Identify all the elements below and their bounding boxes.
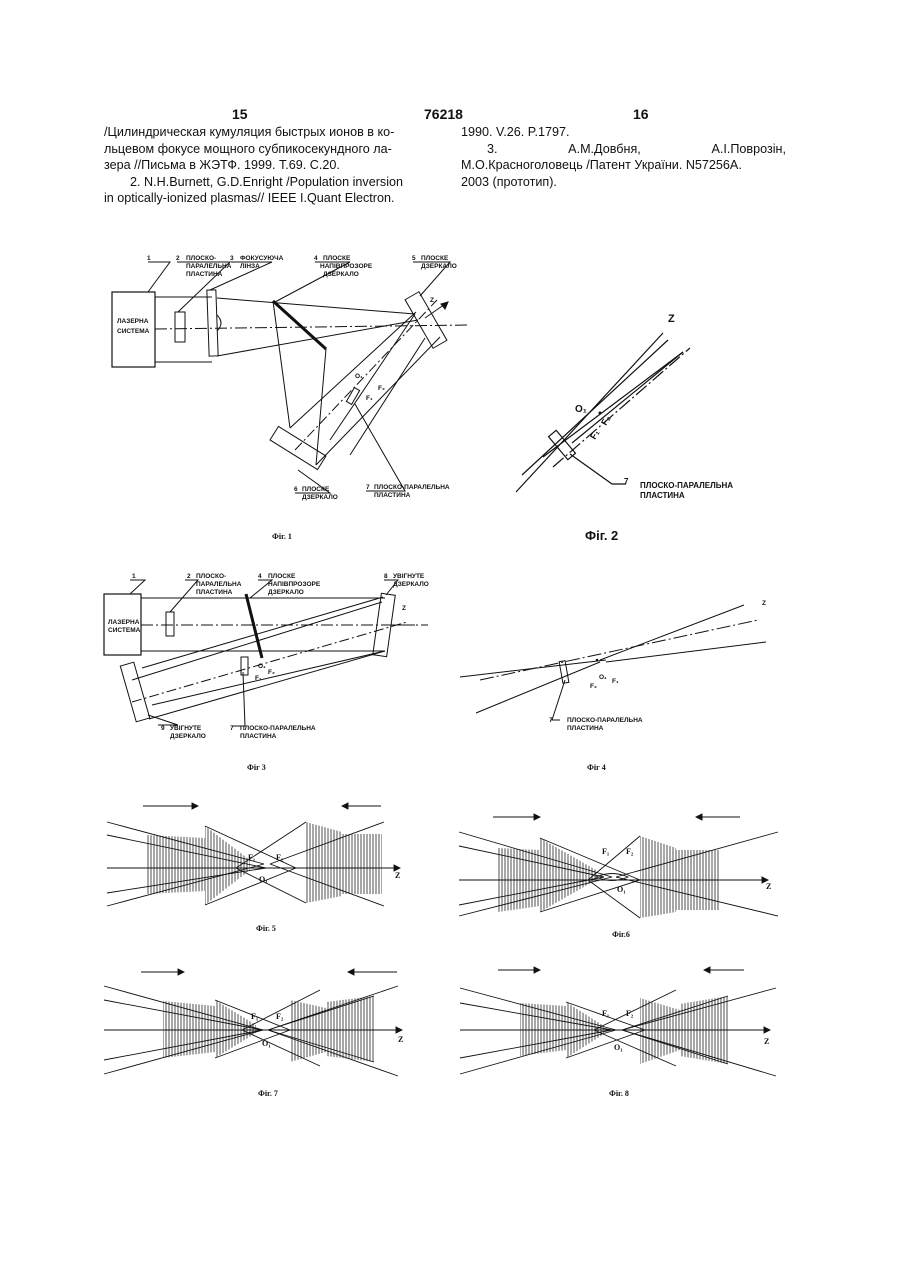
fig3-o1-label: O₁ bbox=[258, 663, 266, 670]
fig5-z-label: Z bbox=[395, 871, 400, 880]
fig3-z-label: Z bbox=[402, 605, 406, 612]
fig2-label-7a: ПЛОСКО-ПАРАЛЕЛЬНА bbox=[640, 481, 733, 490]
fig2-caption: Фіг. 2 bbox=[585, 528, 618, 543]
fig4-f2-label: F₂ bbox=[590, 683, 597, 690]
fig1-number-4: 4 bbox=[314, 255, 318, 262]
fig2-f1-label: F₁ bbox=[588, 428, 601, 441]
fig4-label-7b: ПЛАСТИНА bbox=[567, 725, 604, 732]
fig5-f2-label: F₂ bbox=[276, 853, 284, 862]
fig1-label-2b: ПАРАЛЕЛЬНА bbox=[186, 263, 232, 270]
fig3-label-2c: ПЛАСТИНА bbox=[196, 589, 233, 596]
fig3-label-7b: ПЛАСТИНА bbox=[240, 733, 277, 740]
fig7-z-label: Z bbox=[398, 1035, 403, 1044]
fig1-number-1: 1 bbox=[147, 255, 151, 262]
figure-2 bbox=[516, 333, 690, 492]
fig8-f2-label: F₂ bbox=[626, 1009, 634, 1018]
fig3-number-2: 2 bbox=[187, 573, 191, 580]
fig8-o1-label: O₁ bbox=[614, 1043, 623, 1052]
fig8-caption: Фіг. 8 bbox=[609, 1089, 629, 1098]
fig3-label-7a: ПЛОСКО-ПАРАЛЕЛЬНА bbox=[240, 725, 316, 732]
fig2-label-7b: ПЛАСТИНА bbox=[640, 491, 685, 500]
fig3-label-4b: НАПІВПРОЗОРЕ bbox=[268, 581, 321, 588]
fig3-number-9: 9 bbox=[161, 725, 165, 732]
fig3-label-8a: УВІГНУТЕ bbox=[393, 573, 425, 580]
fig7-caption: Фіг. 7 bbox=[258, 1089, 278, 1098]
figure-8 bbox=[460, 967, 776, 1076]
fig3-label-8b: ДЗЕРКАЛО bbox=[393, 581, 429, 588]
fig5-o1-label: O₁ bbox=[259, 875, 268, 884]
fig3-number-8: 8 bbox=[384, 573, 388, 580]
fig3-caption: Фіг 3 bbox=[247, 763, 266, 772]
fig3-label-4c: ДЗЕРКАЛО bbox=[268, 589, 304, 596]
fig3-f2-label: F₂ bbox=[268, 669, 275, 676]
fig5-f1-label: F₁ bbox=[248, 853, 256, 862]
fig4-o1-label: O₁ bbox=[599, 674, 607, 681]
fig1-label-4b: НАПІВПРОЗОРЕ bbox=[320, 263, 373, 270]
fig3-f1-label: F₁ bbox=[255, 675, 262, 682]
fig7-f2-label: F₂ bbox=[276, 1012, 284, 1021]
figure-3 bbox=[104, 580, 428, 726]
fig5-caption: Фіг. 5 bbox=[256, 924, 276, 933]
fig1-laser-label-a: ЛАЗЕРНА bbox=[117, 318, 149, 325]
fig6-o1-label: O₁ bbox=[617, 885, 626, 894]
fig3-label-4a: ПЛОСКЕ bbox=[268, 573, 296, 580]
fig1-label-4a: ПЛОСКЕ bbox=[323, 255, 351, 262]
fig4-number-7: 7 bbox=[549, 717, 553, 724]
fig4-caption: Фіг 4 bbox=[587, 763, 606, 772]
fig6-z-label: Z bbox=[766, 882, 771, 891]
fig1-label-4c: ДЗЕРКАЛО bbox=[323, 271, 359, 278]
fig1-label-6a: ПЛОСКЕ bbox=[302, 486, 330, 493]
fig1-label-7b: ПЛАСТИНА bbox=[374, 492, 411, 499]
fig1-label-5a: ПЛОСКЕ bbox=[421, 255, 449, 262]
fig1-number-2: 2 bbox=[176, 255, 180, 262]
fig1-z-label: Z bbox=[430, 297, 434, 304]
fig1-label-7a: ПЛОСКО-ПАРАЛЕЛЬНА bbox=[374, 484, 450, 491]
fig1-label-3b: ЛІНЗА bbox=[240, 263, 260, 270]
fig2-number-7: 7 bbox=[624, 477, 629, 486]
figure-4 bbox=[460, 605, 766, 720]
fig1-caption: Фіг. 1 bbox=[272, 532, 292, 541]
fig1-label-2a: ПЛОСКО- bbox=[186, 255, 216, 262]
fig3-label-9a: УВІГНУТЕ bbox=[170, 725, 202, 732]
fig1-number-7: 7 bbox=[366, 484, 370, 491]
fig1-f2-label: F₂ bbox=[378, 385, 385, 392]
fig7-f1-label: F₁ bbox=[251, 1012, 259, 1021]
fig3-number-4: 4 bbox=[258, 573, 262, 580]
fig3-laser-label-a: ЛАЗЕРНА bbox=[108, 619, 140, 626]
figure-6 bbox=[459, 814, 778, 918]
fig1-number-5: 5 bbox=[412, 255, 416, 262]
fig2-f2-label: F₂ bbox=[599, 414, 612, 427]
fig2-z-label: Z bbox=[668, 313, 675, 325]
fig1-label-6b: ДЗЕРКАЛО bbox=[302, 494, 338, 501]
fig3-label-2b: ПАРАЛЕЛЬНА bbox=[196, 581, 242, 588]
fig3-number-7: 7 bbox=[230, 725, 234, 732]
fig1-f1-label: F₁ bbox=[366, 395, 373, 402]
lens-element bbox=[207, 290, 218, 356]
fig4-z-label: Z bbox=[762, 600, 766, 607]
fig1-label-5b: ДЗЕРКАЛО bbox=[421, 263, 457, 270]
fig6-caption: Фіг.6 bbox=[612, 930, 630, 939]
fig1-o1-label: O₁ bbox=[355, 373, 363, 380]
fig8-z-label: Z bbox=[764, 1037, 769, 1046]
fig3-label-9b: ДЗЕРКАЛО bbox=[170, 733, 206, 740]
fig1-number-6: 6 bbox=[294, 486, 298, 493]
fig3-number-1: 1 bbox=[132, 573, 136, 580]
fig6-f2-label: F₂ bbox=[626, 847, 634, 856]
fig4-f1-label: F₁ bbox=[612, 678, 619, 685]
fig1-number-3: 3 bbox=[230, 255, 234, 262]
fig6-f1-label: F₁ bbox=[602, 847, 610, 856]
fig1-label-2c: ПЛАСТИНА bbox=[186, 271, 223, 278]
fig8-f1-label: F₁ bbox=[602, 1009, 610, 1018]
fig2-o1-label: O₁ bbox=[575, 404, 587, 415]
fig1-label-3a: ФОКУСУЮЧА bbox=[240, 255, 284, 262]
fig1-laser-label-b: СИСТЕМА bbox=[117, 328, 150, 335]
fig3-label-2a: ПЛОСКО- bbox=[196, 573, 226, 580]
fig3-laser-label-b: СИСТЕМА bbox=[108, 627, 141, 634]
fig7-o1-label: O₁ bbox=[262, 1039, 271, 1048]
figure-7 bbox=[104, 969, 402, 1076]
figure-1 bbox=[112, 262, 470, 493]
plate-element bbox=[175, 312, 185, 342]
fig4-label-7a: ПЛОСКО-ПАРАЛЕЛЬНА bbox=[567, 717, 643, 724]
